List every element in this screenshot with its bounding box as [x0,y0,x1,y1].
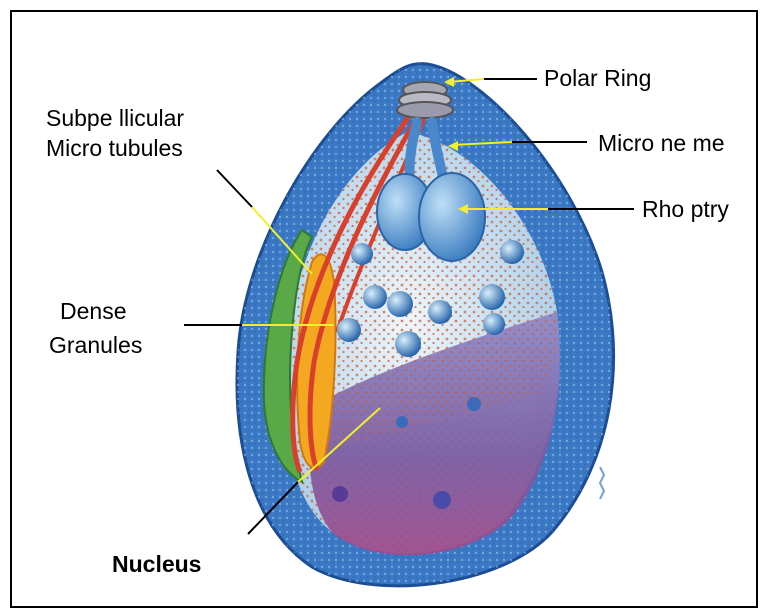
granule [363,285,387,309]
nucleus-spot [396,416,408,428]
granule [428,300,452,324]
nucleus-spot [467,397,481,411]
dense-granules-label-line2: Granules [49,329,142,361]
subpellicular-label-line2: Micro tubules [46,132,183,164]
dense-granules-label-line1: Dense [60,295,126,327]
granule [483,313,505,335]
figure-frame: Polar Ring Micro ne me Rho ptry Subpe ll… [10,10,758,608]
subpellicular-leader [217,170,252,207]
nucleus-spot [332,486,348,502]
microneme-label: Micro ne me [598,127,725,159]
nucleus-spot [433,491,451,509]
polar-ring [397,82,453,118]
granule [500,240,524,264]
granule [351,243,373,265]
granule [387,291,413,317]
nucleus-label: Nucleus [112,548,201,580]
rhoptry [419,173,485,261]
granule [479,284,505,310]
rhoptry-label: Rho ptry [642,193,729,225]
artist-signature [600,467,604,499]
polar-ring-label: Polar Ring [544,62,651,94]
granule [395,331,421,357]
granule [337,318,361,342]
subpellicular-label-line1: Subpe llicular [46,102,184,134]
